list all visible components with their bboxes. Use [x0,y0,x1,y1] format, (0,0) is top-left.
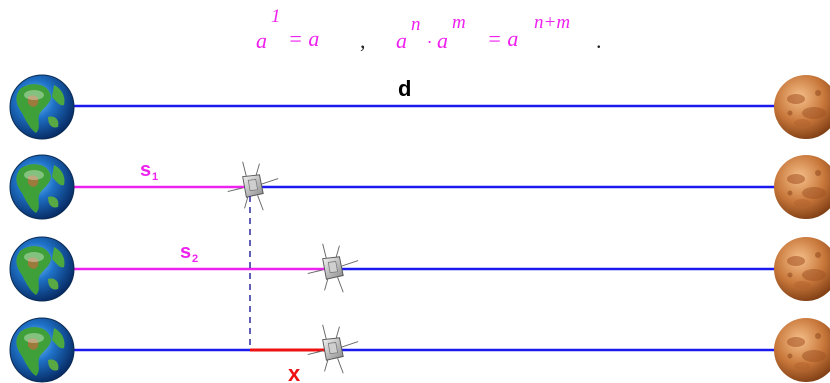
label-s1-subscript: 1 [152,171,158,183]
formula-separator: , [360,28,366,53]
mars-planet-icon [774,75,830,139]
formula-a1-rhs: = a [288,26,319,51]
distance-label-d: d [398,76,411,101]
formula-am-base: a [437,28,448,53]
exponent-formula: a 1 = a , a n · a m = a n+m . [256,6,602,53]
formula-result-base: = a [487,26,518,51]
formula-a1-base: a [256,28,267,53]
mars-planet-icon [774,237,830,301]
formula-dot: · [427,32,432,52]
formula-exponent-sum: n+m [534,12,570,33]
label-s2: s [180,241,191,263]
formula-an-base: a [396,28,407,53]
row-4: x [9,317,830,383]
formula-a1-exponent: 1 [271,6,281,27]
earth-globe-icon [9,154,75,220]
mars-planet-icon [774,155,830,219]
mars-planet-icon [774,318,830,382]
label-s2-subscript: 2 [192,253,198,265]
earth-globe-icon [9,236,75,302]
label-s1: s [140,159,151,181]
earth-globe-icon [9,317,75,383]
formula-period: . [596,28,602,53]
label-x: x [288,361,301,383]
formula-exponent-m: m [452,12,466,33]
row-3: s 2 [9,236,830,302]
formula-exponent-n: n [411,14,421,35]
row-1 [9,74,830,140]
row-2: s 1 [9,154,830,220]
earth-globe-icon [9,74,75,140]
